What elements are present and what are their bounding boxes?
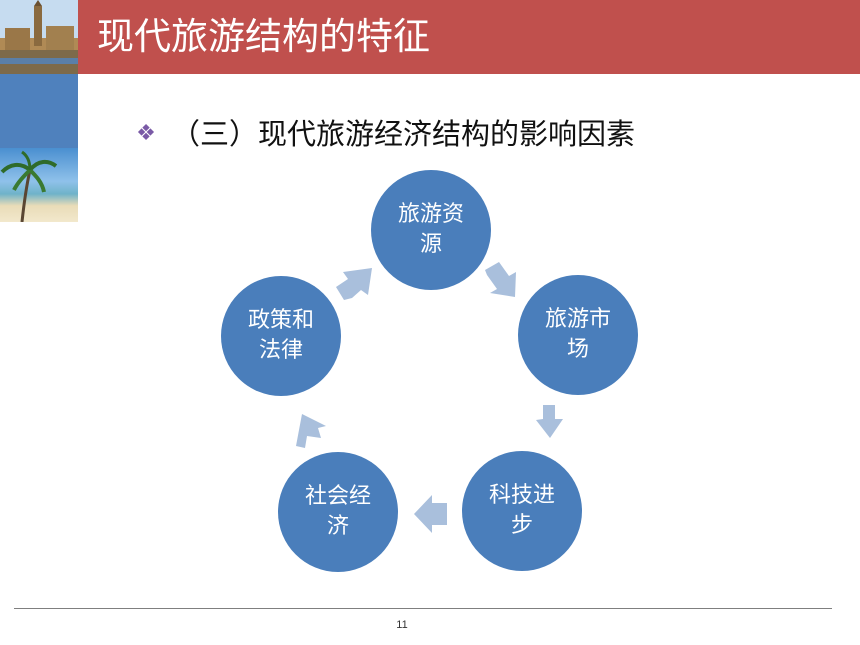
left-blue-block (0, 74, 78, 148)
beach-photo (0, 148, 78, 222)
subtitle-text: （三）现代旅游经济结构的影响因素 (171, 117, 636, 151)
node-policy-law: 政策和法律 (221, 276, 341, 396)
node-tech-progress: 科技进步 (462, 451, 582, 571)
slide-title: 现代旅游结构的特征 (97, 15, 430, 58)
arrow-icon (485, 262, 516, 297)
arrow-icon (414, 495, 447, 533)
header-band: 现代旅游结构的特征 (0, 0, 860, 74)
node-social-economy: 社会经济 (278, 452, 398, 572)
page-number: 11 (396, 619, 408, 631)
arrow-icon (336, 268, 372, 300)
node-tourism-resources: 旅游资源 (371, 170, 491, 290)
subtitle: ❖ （三）现代旅游经济结构的影响因素 (135, 112, 635, 156)
london-photo (0, 0, 78, 74)
node-tourism-market: 旅游市场 (518, 275, 638, 395)
arrow-icon (296, 414, 326, 448)
footer-divider (14, 608, 832, 609)
diamond-bullet-icon: ❖ (136, 121, 156, 146)
arrow-icon (536, 405, 563, 438)
